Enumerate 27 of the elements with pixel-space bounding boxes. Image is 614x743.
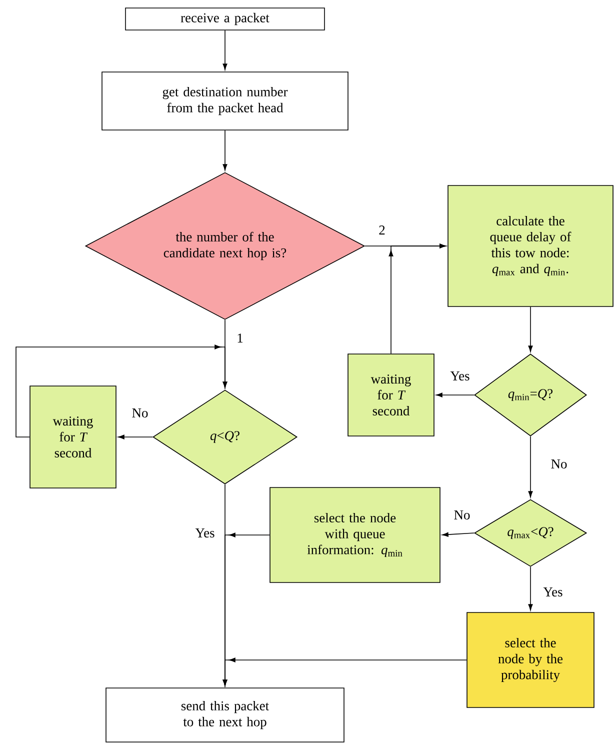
start-box: receive a packet [125, 8, 325, 30]
edge-label: No [130, 408, 150, 418]
arrow [222, 658, 467, 686]
edge-label: No [452, 510, 472, 520]
edge-label: 1 [236, 332, 244, 344]
edge-label: Yes [449, 370, 471, 382]
arrow [118, 434, 153, 440]
arrow [222, 30, 228, 70]
arrow [528, 566, 533, 611]
arrow [16, 344, 228, 438]
wait-box: waiting for T second [30, 386, 116, 488]
process-box: get destination number from the packet head [102, 72, 348, 130]
edge-label: No [550, 458, 568, 470]
edge-label: 2 [378, 224, 386, 236]
wait-box: waiting for T second [348, 354, 434, 436]
end-box: send this packet to the next hop [106, 688, 344, 742]
arrow [388, 244, 446, 354]
arrow [528, 306, 533, 352]
arrow [222, 130, 228, 171]
process-box: select the node by the probability [466, 612, 594, 708]
edge-label: Yes [542, 586, 564, 598]
process-box: select the node with queue information: q$_{min}$ [270, 487, 440, 583]
arrow [436, 392, 474, 398]
process-box: calculate the queue delay of this tow node: q$_{max}$ and q$_{min}$. [448, 185, 614, 307]
arrow [528, 436, 533, 498]
arrow [442, 532, 474, 537]
edge-label: Yes [194, 528, 216, 538]
